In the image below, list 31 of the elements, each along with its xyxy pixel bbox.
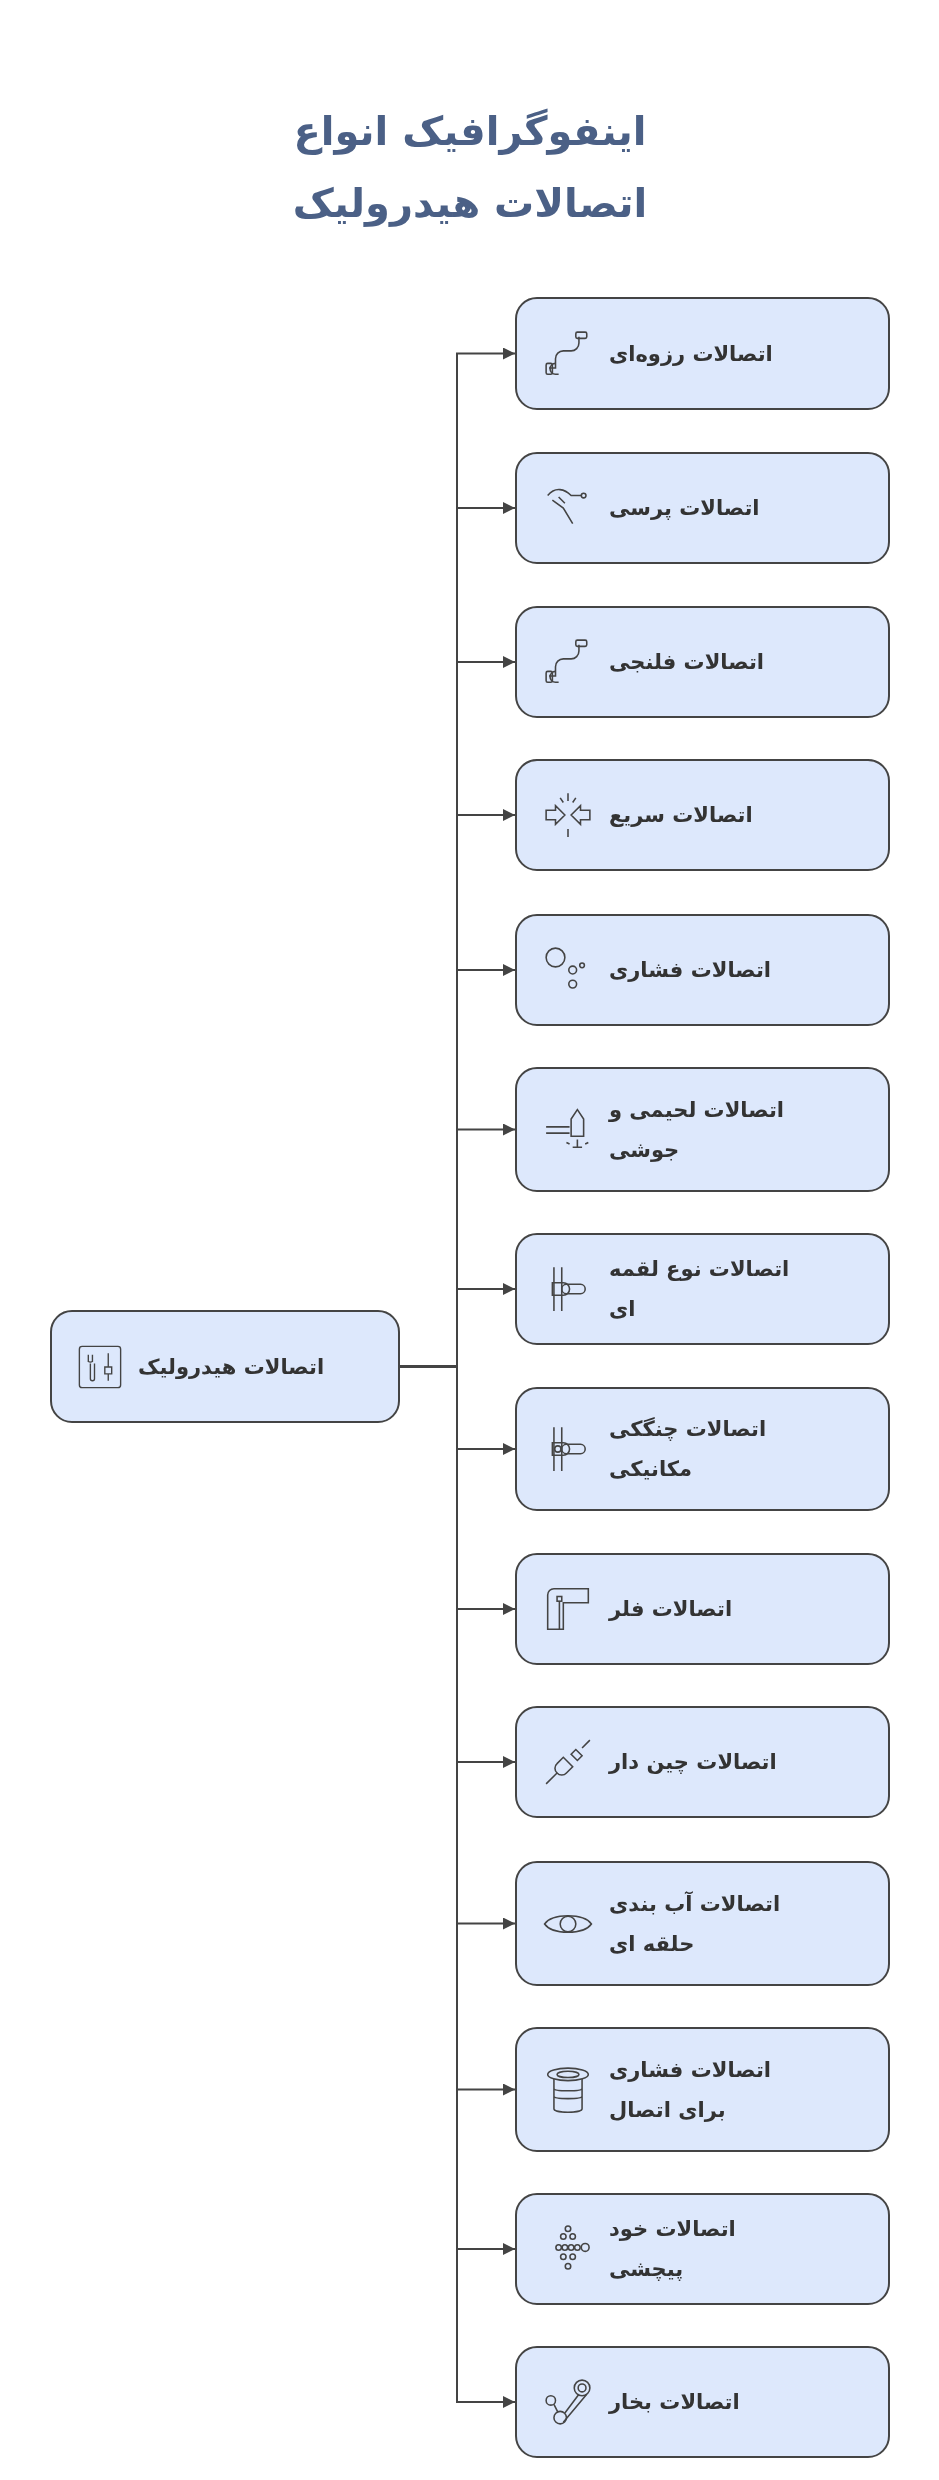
node-label: اتصالات فلر (609, 1596, 733, 1623)
node-label: اتصالات سریع (609, 802, 753, 829)
node-label: اتصالات نوع لقمه ای (609, 1256, 791, 1323)
node-label: اتصالات بخار (609, 2389, 740, 2416)
node-label: اتصالات هیدرولیک (138, 1353, 325, 1381)
category-box (515, 1553, 890, 1665)
node-label: اتصالات رزوه‌ای (609, 340, 773, 368)
node-label: اتصالات پرسی (609, 495, 760, 522)
category-box (515, 1233, 890, 1345)
node-label: اتصالات چین دار (609, 1749, 777, 1776)
node-label: اتصالات لحیمی و جوشی (609, 1096, 785, 1164)
node-label: اتصالات فشاری برای اتصال (609, 2056, 773, 2124)
category-box (515, 759, 890, 871)
node-label: اتصالات فشاری (609, 957, 772, 984)
category-box (515, 1706, 890, 1818)
category-box (515, 2346, 890, 2458)
node-label: اتصالات خود پیچشی (609, 2216, 737, 2283)
category-box (50, 1310, 400, 1423)
category-box (515, 297, 890, 410)
category-box (515, 914, 890, 1026)
category-box (515, 2193, 890, 2305)
node-label: اتصالات فلنجی (609, 649, 764, 676)
category-box (515, 1067, 890, 1192)
category-box (515, 2027, 890, 2152)
title: اینفوگرافیک انواع اتصالات هیدرولیک (291, 107, 649, 229)
category-box (515, 1387, 890, 1511)
category-box (515, 452, 890, 564)
category-box (515, 606, 890, 718)
node-label: اتصالات آب بندی حلقه ای (609, 1890, 782, 1958)
category-box (515, 1861, 890, 1986)
node-label: اتصالات چنگکی مکانیکی (609, 1416, 768, 1483)
